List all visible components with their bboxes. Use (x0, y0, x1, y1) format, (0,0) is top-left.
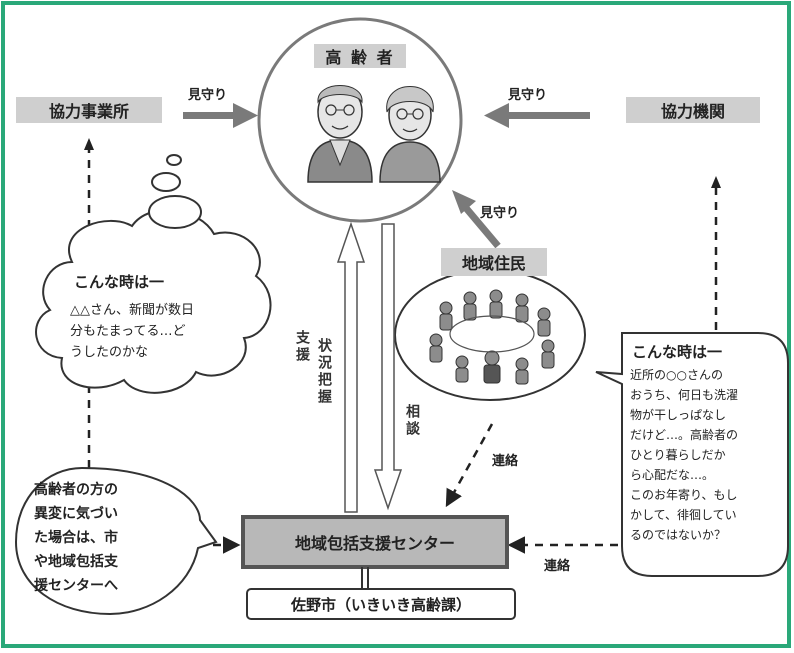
right-title: こんな時は一 (632, 343, 723, 361)
support-arrow-down (373, 223, 403, 511)
center-name: 地域包括支援センター (294, 534, 455, 553)
right-speech-bubble (595, 332, 789, 577)
watch-arrow-right (484, 103, 590, 128)
watch-arrow-residents (452, 190, 501, 249)
watch-arrow-left (183, 103, 258, 128)
city-name: 佐野市（いきいき高齢課） (290, 595, 471, 614)
dashed-arrow-up-left (84, 138, 94, 468)
cloud-line-3: うしたのかな (70, 345, 149, 360)
watch-label-right: 見守り (508, 88, 548, 103)
watch-label-residents: 見守り (480, 206, 520, 221)
advice-bubble (14, 466, 218, 616)
status-arrow-up (336, 221, 366, 513)
residents-label: 地域住民 (441, 248, 547, 276)
right-line-8: かして、徘徊してい (630, 508, 737, 522)
right-line-4: だけど…。高齢者の (630, 428, 739, 442)
contact-arrow-residents (445, 423, 494, 508)
advice-line-3: た場合は、市 (34, 530, 118, 546)
contact-label-agency: 連絡 (544, 559, 571, 574)
partner-agency-label: 協力機関 (626, 97, 760, 123)
right-line-1: 近所の○○さんの (630, 368, 723, 382)
cloud-title: こんな時は一 (74, 273, 165, 291)
right-line-6: ら心配だな…。 (630, 468, 715, 482)
support-label: 支援 (294, 330, 310, 364)
advice-line-2: 異変に気づい (34, 506, 118, 522)
status-label: 状況把握 (316, 338, 332, 406)
business-partner-label: 協力事業所 (16, 97, 162, 123)
right-line-9: るのではないか？ (630, 528, 727, 542)
elderly-title: 高 齢 者 (314, 44, 406, 68)
advice-line-4: や地域包括支 (34, 554, 118, 570)
elderly-man-icon (307, 85, 373, 183)
cloud-line-1: △△さん、新聞が数日 (70, 303, 194, 318)
watch-label-left: 見守り (188, 88, 228, 103)
residents-group-icon (429, 289, 555, 385)
advice-line-5: 援センターへ (34, 578, 118, 594)
thought-cloud (35, 154, 272, 394)
right-line-7: このお年寄り、もし (630, 488, 738, 502)
consult-label: 相談 (404, 404, 420, 438)
right-line-3: 物が干しっぱなし (630, 408, 727, 422)
center-box (241, 515, 509, 569)
right-line-2: おうち、何日も洗濯 (630, 388, 739, 402)
contact-label-residents: 連絡 (492, 454, 519, 469)
dashed-arrow-up-right (711, 176, 721, 330)
elderly-woman-icon (379, 86, 441, 183)
cloud-line-2: 分もたまってる…ど (70, 324, 186, 339)
city-box (246, 588, 516, 620)
right-line-5: ひとり暮らしだか (630, 448, 726, 462)
advice-line-1: 高齢者の方の (34, 482, 118, 498)
